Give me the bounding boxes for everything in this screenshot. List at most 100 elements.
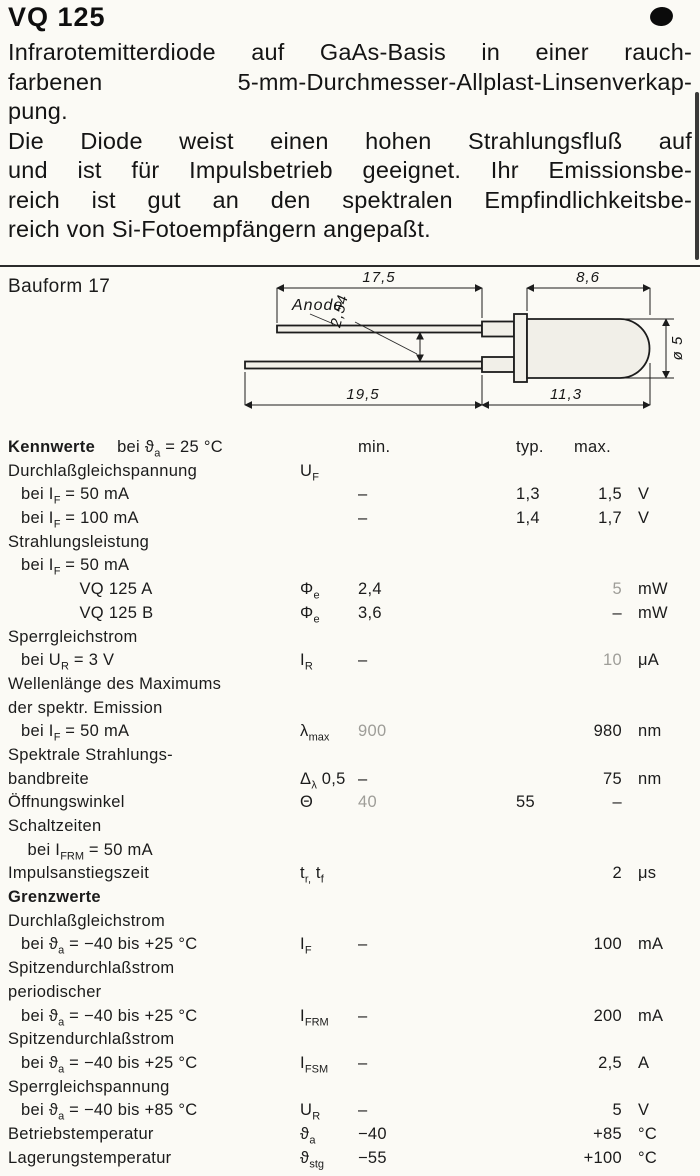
value-typ (508, 602, 566, 626)
value-typ (508, 744, 566, 768)
value-min (352, 815, 508, 839)
value-typ (508, 649, 566, 673)
value-typ: 1,3 (516, 485, 540, 504)
param-symbol (300, 981, 352, 1005)
param-unit (630, 791, 688, 815)
param-symbol: IF (300, 933, 352, 957)
value-min (352, 839, 508, 863)
value-max: 100 (593, 935, 622, 954)
param-unit (630, 554, 688, 578)
scan-edge-artifact (695, 92, 699, 260)
param-unit (630, 910, 688, 934)
text-segment: der spektr. Emission (8, 698, 163, 717)
value-max (566, 626, 630, 650)
value-min: 3,6 (358, 603, 382, 622)
value-typ (508, 957, 566, 981)
value-max: 5 (612, 580, 622, 599)
text-segment: = 50 mA (60, 485, 130, 504)
param-name: Impulsanstiegszeit (8, 862, 300, 886)
param-name: Lagerungstemperatur (8, 1147, 300, 1171)
text-segment: Θ (300, 793, 314, 812)
param-symbol: Φe (300, 602, 352, 626)
table-row: Grenzwerte (8, 886, 696, 910)
value-max (566, 744, 630, 768)
value-typ (508, 1052, 566, 1076)
value-typ (508, 1099, 566, 1123)
subscript: r, (304, 873, 312, 886)
param-symbol (300, 1076, 352, 1100)
subscript: F (304, 944, 312, 957)
value-typ (508, 1028, 566, 1052)
text-segment: bandbreite (8, 769, 89, 788)
subscript: FRM (60, 849, 85, 862)
value-typ (508, 626, 566, 650)
text-segment: I (300, 651, 305, 670)
text-segment: Durchlaßgleichstrom (8, 911, 165, 930)
subscript: stg (309, 1157, 325, 1170)
value-min: – (358, 651, 368, 670)
param-name: Durchlaßgleichstrom (8, 910, 300, 934)
subscript: F (53, 518, 61, 531)
value-typ (508, 673, 566, 697)
value-max (566, 673, 630, 697)
param-unit (630, 886, 688, 910)
param-symbol (300, 744, 352, 768)
param-symbol: λmax (300, 720, 352, 744)
value-typ (508, 578, 566, 602)
text-segment: bei I (21, 485, 54, 504)
subscript: λ (311, 778, 317, 791)
subscript: FRM (304, 1015, 329, 1028)
value-typ: 1,4 (516, 509, 540, 528)
subscript: a (58, 944, 65, 957)
value-min (352, 957, 508, 981)
value-min (352, 862, 508, 886)
subscript: max (308, 731, 330, 744)
table-row: der spektr. Emission (8, 697, 696, 721)
table-row: bei IFRM = 50 mA (8, 839, 696, 863)
value-typ (508, 981, 566, 1005)
param-unit: V (638, 509, 650, 528)
value-typ (508, 839, 566, 863)
text-segment: t (311, 864, 321, 883)
value-max (566, 554, 630, 578)
text-segment: Betriebstemperatur (8, 1124, 154, 1143)
param-name: bei ϑa = −40 bis +25 °C (8, 1052, 300, 1076)
param-symbol (300, 815, 352, 839)
text-segment: = −40 bis +25 °C (64, 1053, 198, 1072)
param-symbol (300, 673, 352, 697)
bauform-label: Bauform 17 (8, 276, 111, 297)
param-symbol: IFRM (300, 1005, 352, 1029)
param-unit (630, 744, 688, 768)
param-symbol (300, 910, 352, 934)
param-symbol: ϑa (300, 1123, 352, 1147)
value-min: – (358, 509, 368, 528)
corner-dot (648, 5, 675, 28)
text-segment: Durchlaßgleichspannung (8, 461, 198, 480)
value-max (566, 1028, 630, 1052)
value-min (352, 460, 508, 484)
text-segment: t (300, 864, 305, 883)
text-segment: Impulsanstiegszeit (8, 864, 150, 883)
param-unit: °C (638, 1148, 658, 1167)
table-row: Spektrale Strahlungs- (8, 744, 696, 768)
text-segment: VQ 125 A (79, 580, 153, 599)
value-min (352, 531, 508, 555)
description-line: pung. (8, 98, 68, 124)
table-row: Sperrgleichspannung (8, 1076, 696, 1100)
value-min (352, 626, 508, 650)
subscript: F (312, 470, 319, 483)
value-max (566, 910, 630, 934)
value-max: +85 (593, 1124, 622, 1143)
param-unit (630, 815, 688, 839)
param-unit: °C (638, 1124, 658, 1143)
cathode-lead (244, 360, 483, 370)
